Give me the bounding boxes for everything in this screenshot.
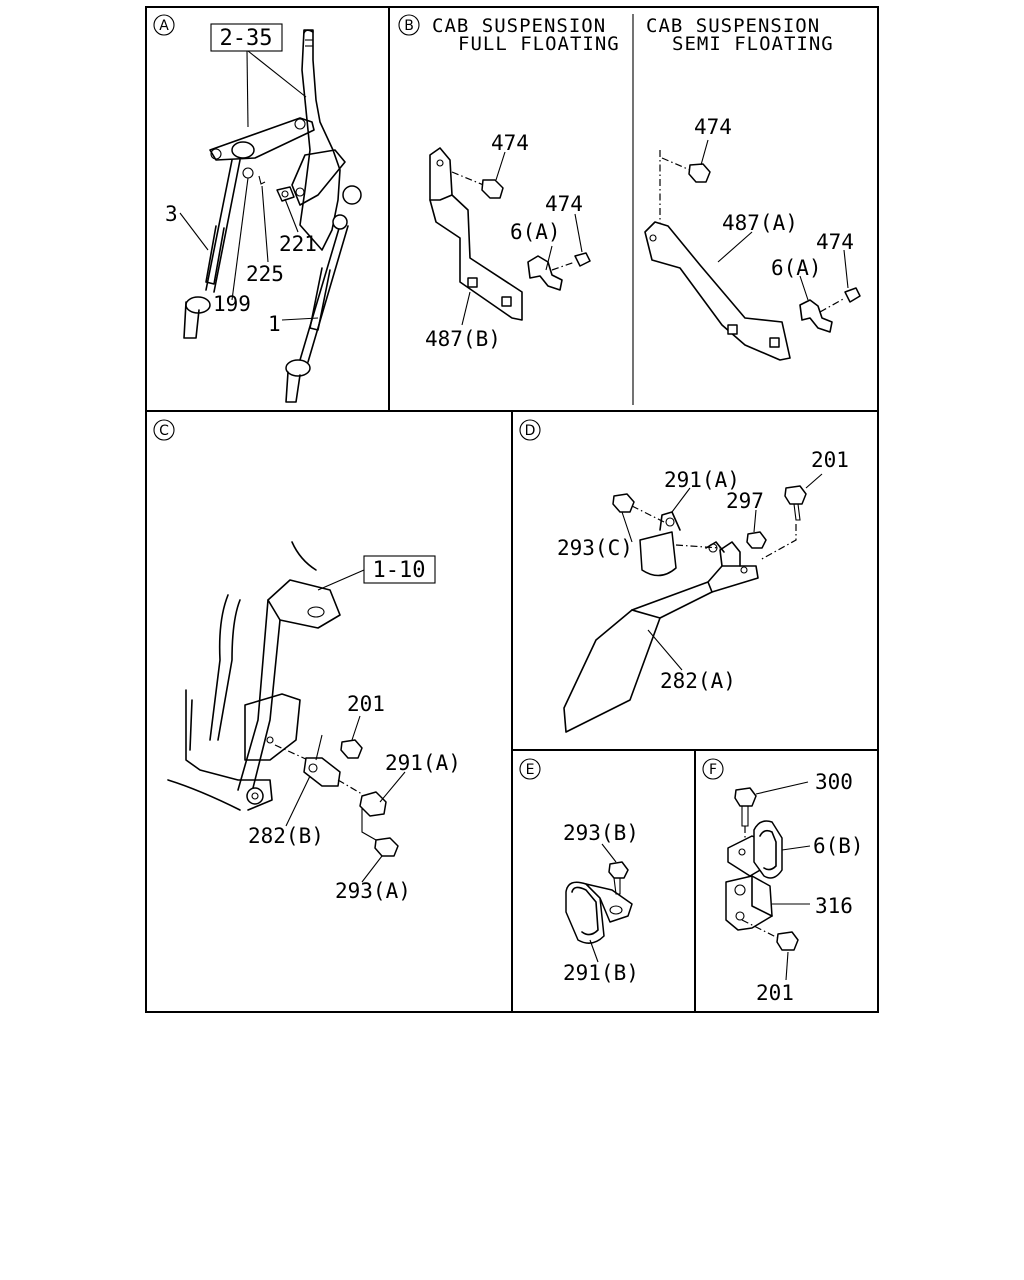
label-293a: 293(A): [335, 879, 411, 903]
shift-lever: [299, 29, 341, 251]
label-6a-b: 6(A): [510, 220, 561, 244]
label-201-c: 201: [347, 692, 385, 716]
clip-291a: [359, 791, 387, 817]
section-e-letter: E: [526, 762, 535, 778]
label-221: 221: [279, 232, 317, 256]
section-d-letter: D: [525, 423, 536, 439]
heading-full-floating-1: CAB SUSPENSION: [432, 15, 606, 37]
label-201-d: 201: [811, 448, 849, 472]
section-b: B CAB SUSPENSION FULL FLOATING CAB SUSPE…: [398, 14, 861, 361]
label-474-s2: 474: [816, 230, 854, 254]
section-f: F 300 6(B) 316 201: [702, 758, 864, 1005]
section-a-ref-box: [210, 23, 283, 52]
section-a-letter: A: [159, 18, 169, 34]
linkage-arm: [209, 117, 315, 161]
diagram-frame: [145, 6, 879, 1013]
label-291a-d: 291(A): [664, 468, 740, 492]
section-c: C 1-10 201 291(A) 282(B): [153, 419, 461, 903]
label-293b: 293(B): [563, 821, 639, 845]
label-297: 297: [726, 489, 764, 513]
section-f-letter: F: [709, 762, 717, 778]
label-225: 225: [246, 262, 284, 286]
section-d-marker-icon: [519, 419, 541, 441]
section-d: D 201 291(A) 297 293(C) 282(A): [519, 419, 849, 733]
label-487b: 487(B): [425, 327, 501, 351]
heading-semi-floating-1: CAB SUSPENSION: [646, 15, 820, 37]
label-1: 1: [268, 312, 281, 336]
bracket-487a: [644, 221, 791, 361]
label-293c: 293(C): [557, 536, 633, 560]
section-c-ref-text: 1-10: [373, 558, 426, 583]
label-199: 199: [213, 292, 251, 316]
label-6a-s: 6(A): [771, 256, 822, 280]
label-291a-c: 291(A): [385, 751, 461, 775]
label-201-f: 201: [756, 981, 794, 1005]
bracket-316: [725, 875, 773, 931]
section-b-marker-icon: [398, 14, 420, 36]
label-300: 300: [815, 770, 853, 794]
section-e-marker-icon: [519, 758, 541, 780]
label-6b: 6(B): [813, 834, 864, 858]
clip-291a-d: [639, 531, 677, 577]
section-c-letter: C: [159, 423, 169, 439]
clamp-291b: [565, 881, 605, 944]
label-474-s1: 474: [694, 115, 732, 139]
label-282b: 282(B): [248, 824, 324, 848]
section-a: A 2-35: [153, 14, 362, 403]
label-282a: 282(A): [660, 669, 736, 693]
section-c-marker-icon: [153, 419, 175, 441]
heading-full-floating-2: FULL FLOATING: [458, 33, 620, 55]
section-a-marker-icon: [153, 14, 175, 36]
label-316: 316: [815, 894, 853, 918]
section-b-letter: B: [404, 18, 414, 34]
section-e: E 293(B) 291(B): [519, 758, 639, 985]
section-c-ref-box: [363, 555, 436, 584]
heading-semi-floating-2: SEMI FLOATING: [672, 33, 834, 55]
clip-282b: [303, 757, 341, 787]
section-f-marker-icon: [702, 758, 724, 780]
section-a-ref-text: 2-35: [220, 26, 273, 51]
label-474-b2: 474: [545, 192, 583, 216]
label-474-b1: 474: [491, 131, 529, 155]
label-3: 3: [165, 202, 178, 226]
label-291b: 291(B): [563, 961, 639, 985]
bracket-487b: [429, 147, 523, 321]
bracket-282a: [563, 565, 759, 733]
label-487a: 487(A): [722, 211, 798, 235]
